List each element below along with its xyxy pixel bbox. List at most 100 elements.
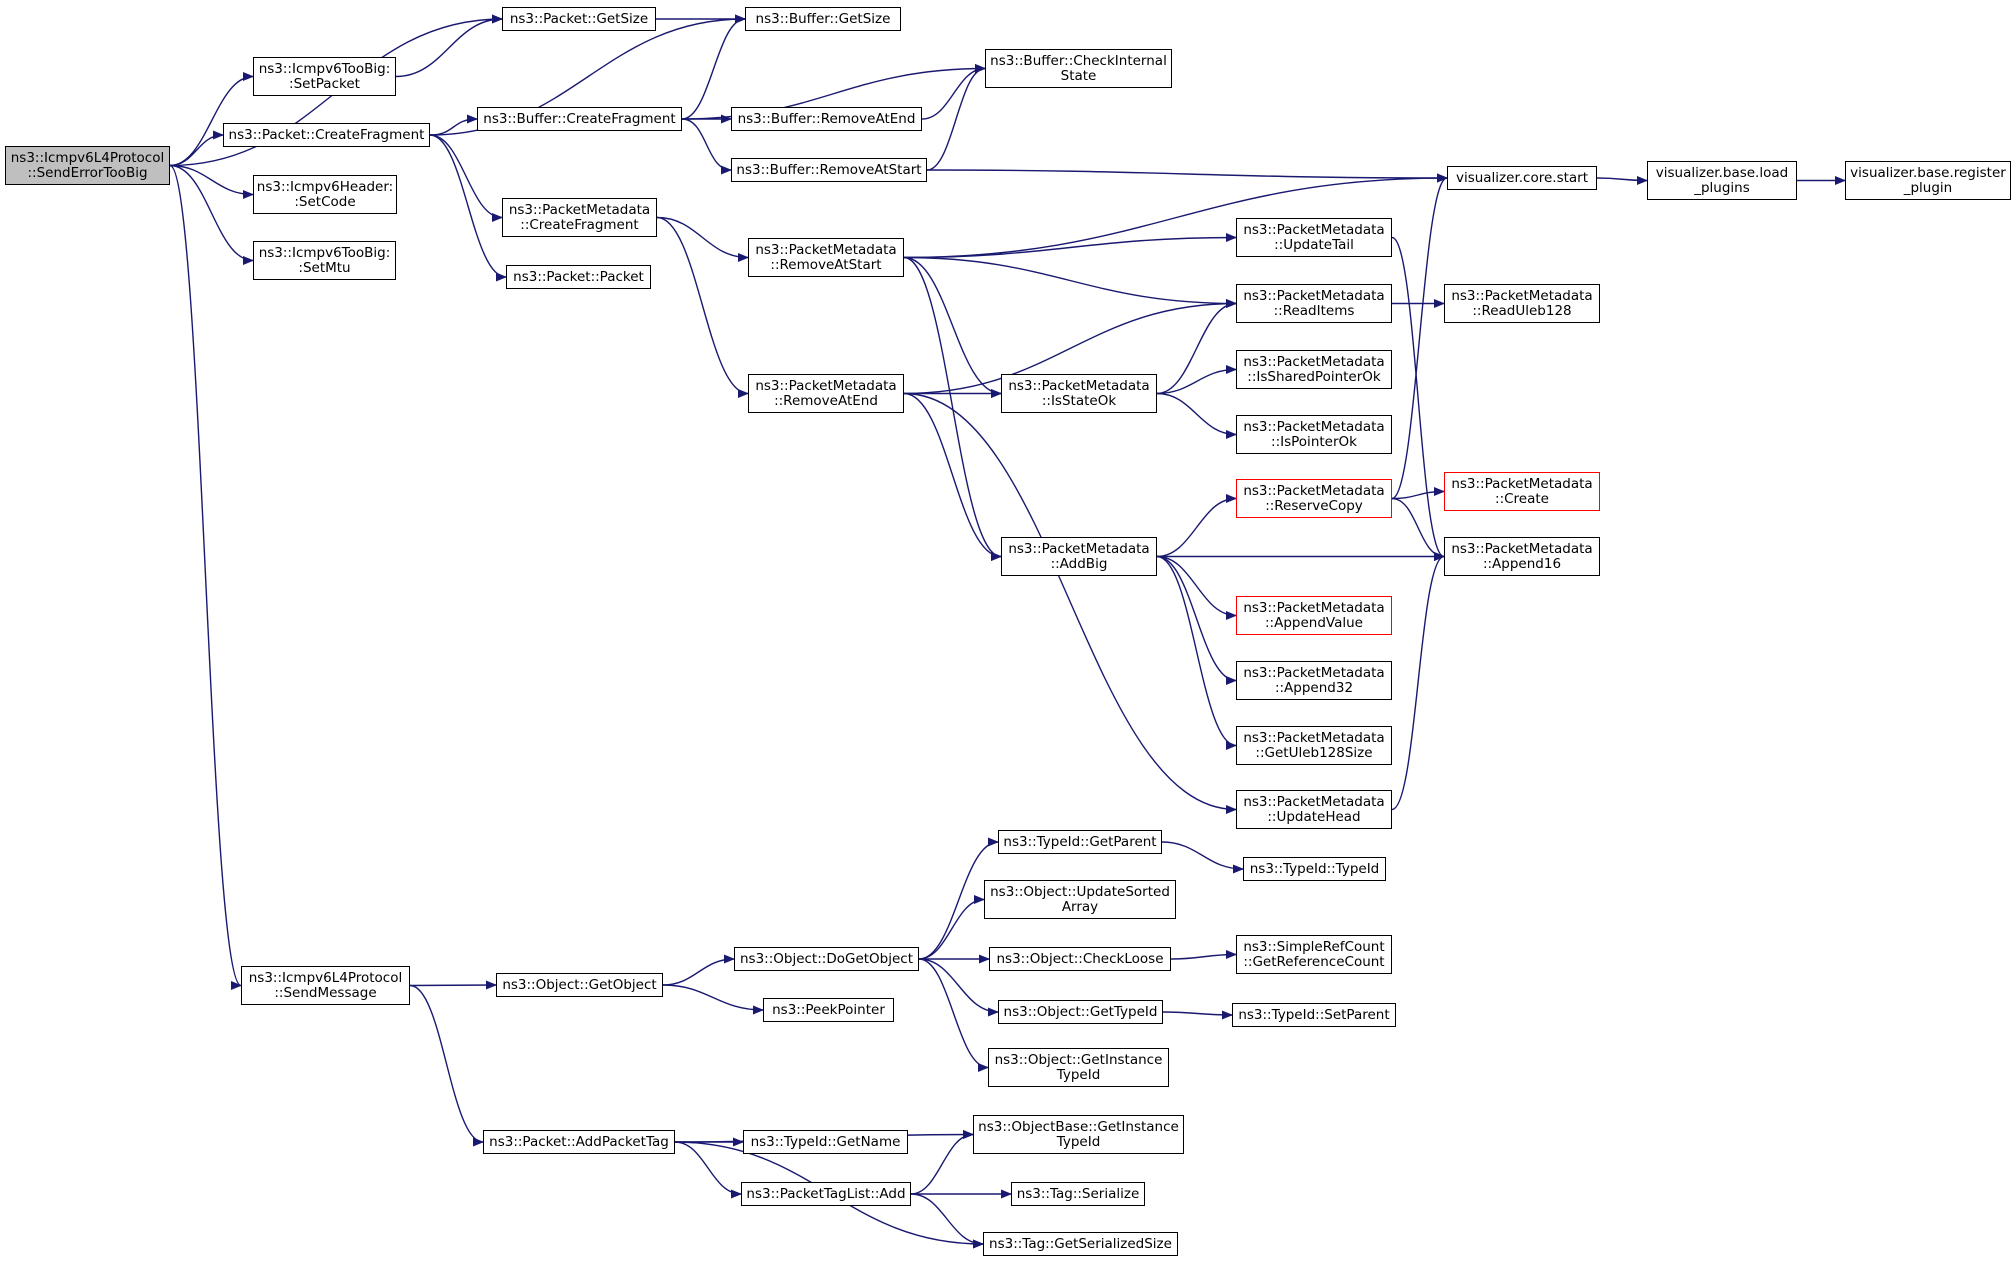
- node-label-line: ns3::PacketMetadata: [755, 241, 897, 258]
- node-label-line: ns3::TypeId::TypeId: [1249, 860, 1380, 877]
- edge-pm-removeatend-to-pm-updatehead: [903, 392, 1237, 814]
- edge-pm-isstateok-to-pm-issharedpointerok: [1156, 365, 1237, 395]
- node-pm-createfragment[interactable]: ns3::PacketMetadata::CreateFragment: [502, 198, 657, 237]
- node-pm-removeatend[interactable]: ns3::PacketMetadata::RemoveAtEnd: [748, 374, 904, 413]
- node-label-line: ns3::PacketMetadata: [1243, 221, 1385, 238]
- node-label-line: ::CreateFragment: [520, 216, 639, 233]
- node-root[interactable]: ns3::Icmpv6L4Protocol::SendErrorTooBig: [5, 146, 170, 185]
- node-peekpointer[interactable]: ns3::PeekPointer: [763, 998, 894, 1022]
- edge-buf-removeatstart-to-vis-core-start: [926, 169, 1448, 183]
- node-pkt-addpackettag[interactable]: ns3::Packet::AddPacketTag: [483, 1130, 675, 1154]
- node-label-line: ns3::PacketMetadata: [1243, 793, 1385, 810]
- node-ptl-add[interactable]: ns3::PacketTagList::Add: [741, 1182, 911, 1206]
- node-pm-getuleb128size[interactable]: ns3::PacketMetadata::GetUleb128Size: [1236, 726, 1392, 765]
- node-label-line: ns3::Packet::GetSize: [509, 10, 649, 27]
- node-vis-register-plugin[interactable]: visualizer.base.register_plugin: [1845, 161, 2011, 200]
- node-label-line: TypeId: [1056, 1066, 1101, 1083]
- node-pm-create[interactable]: ns3::PacketMetadata::Create: [1444, 472, 1600, 511]
- edge-pkt-createfragment-to-pm-createfragment: [429, 134, 503, 222]
- node-tid-getname[interactable]: ns3::TypeId::GetName: [743, 1130, 908, 1154]
- node-label-line: ns3::PacketTagList::Add: [746, 1185, 906, 1202]
- edge-pm-removeatstart-to-pm-readitems: [903, 256, 1237, 308]
- node-obj-getobject[interactable]: ns3::Object::GetObject: [496, 973, 663, 997]
- node-label-line: ns3::Tag::Serialize: [1016, 1185, 1140, 1202]
- edge-pm-reservecopy-to-vis-core-start: [1391, 173, 1448, 500]
- node-label-line: ns3::Object::UpdateSorted: [990, 883, 1170, 900]
- node-label-line: ::ReserveCopy: [1265, 497, 1363, 514]
- node-toobig-setpacket[interactable]: ns3::Icmpv6TooBig::SetPacket: [253, 57, 396, 96]
- node-toobig-setmtu[interactable]: ns3::Icmpv6TooBig::SetMtu: [253, 241, 396, 280]
- node-hdr-setcode[interactable]: ns3::Icmpv6Header::SetCode: [253, 175, 397, 214]
- node-pm-readuleb128[interactable]: ns3::PacketMetadata::ReadUleb128: [1444, 284, 1600, 323]
- edge-obj-dogetobject-to-obj-updatesorted: [918, 895, 985, 960]
- node-label-line: ::UpdateHead: [1267, 808, 1361, 825]
- node-pm-appendvalue[interactable]: ns3::PacketMetadata::AppendValue: [1236, 596, 1392, 635]
- node-label-line: ns3::Packet::CreateFragment: [228, 126, 425, 143]
- node-label-line: ns3::Icmpv6Header:: [256, 178, 394, 195]
- node-obj-checkloose[interactable]: ns3::Object::CheckLoose: [989, 947, 1171, 971]
- edge-pkt-addpackettag-to-ptl-add: [674, 1141, 742, 1199]
- node-tid-getparent[interactable]: ns3::TypeId::GetParent: [998, 830, 1162, 854]
- node-label-line: ::Append32: [1274, 679, 1354, 696]
- node-pkt-getsize[interactable]: ns3::Packet::GetSize: [502, 7, 656, 31]
- node-pm-removeatstart[interactable]: ns3::PacketMetadata::RemoveAtStart: [748, 238, 904, 277]
- edge-pm-isstateok-to-pm-readitems: [1156, 299, 1237, 395]
- edge-l4-sendmessage-to-obj-getobject: [409, 980, 497, 990]
- node-vis-load-plugins[interactable]: visualizer.base.load_plugins: [1647, 161, 1797, 200]
- node-label-line: ns3::PacketMetadata: [1243, 287, 1385, 304]
- node-label-line: ::SendErrorTooBig: [27, 164, 148, 181]
- node-pm-addbig[interactable]: ns3::PacketMetadata::AddBig: [1001, 537, 1157, 576]
- edge-root-to-l4-sendmessage: [169, 164, 242, 990]
- node-pm-updatehead[interactable]: ns3::PacketMetadata::UpdateHead: [1236, 790, 1392, 829]
- node-label-line: :SetPacket: [289, 75, 360, 92]
- node-pm-isstateok[interactable]: ns3::PacketMetadata::IsStateOk: [1001, 374, 1157, 413]
- node-pm-ispointerok[interactable]: ns3::PacketMetadata::IsPointerOk: [1236, 415, 1392, 454]
- node-tid-setparent[interactable]: ns3::TypeId::SetParent: [1232, 1003, 1396, 1027]
- node-l4-sendmessage[interactable]: ns3::Icmpv6L4Protocol::SendMessage: [241, 966, 410, 1005]
- node-pm-issharedpointerok[interactable]: ns3::PacketMetadata::IsSharedPointerOk: [1236, 350, 1392, 389]
- edge-pm-updatetail-to-pm-append16: [1391, 236, 1445, 561]
- node-label-line: visualizer.core.start: [1455, 169, 1589, 186]
- node-label-line: ::AddBig: [1050, 555, 1108, 572]
- node-pm-append16[interactable]: ns3::PacketMetadata::Append16: [1444, 537, 1600, 576]
- node-buf-removeatend[interactable]: ns3::Buffer::RemoveAtEnd: [731, 107, 922, 131]
- node-pkt-packet[interactable]: ns3::Packet::Packet: [506, 265, 651, 289]
- node-label-line: ns3::Buffer::CheckInternal: [990, 52, 1167, 69]
- node-label-line: ns3::SimpleRefCount: [1243, 938, 1385, 955]
- node-label-line: ns3::PeekPointer: [772, 1001, 885, 1018]
- edge-pm-createfragment-to-pm-removeatend: [656, 216, 749, 398]
- node-tid-typeid[interactable]: ns3::TypeId::TypeId: [1243, 857, 1386, 881]
- node-tag-getserializedsize[interactable]: ns3::Tag::GetSerializedSize: [983, 1232, 1178, 1256]
- node-vis-core-start[interactable]: visualizer.core.start: [1447, 166, 1597, 190]
- node-pkt-createfragment[interactable]: ns3::Packet::CreateFragment: [223, 123, 430, 147]
- node-obj-dogetobject[interactable]: ns3::Object::DoGetObject: [734, 947, 919, 971]
- node-buf-getsize[interactable]: ns3::Buffer::GetSize: [745, 7, 901, 31]
- node-label-line: ns3::PacketMetadata: [1243, 482, 1385, 499]
- edge-vis-core-start-to-vis-load-plugins: [1596, 175, 1648, 185]
- edge-pm-removeatstart-to-pm-isstateok: [903, 256, 1002, 398]
- node-tag-serialize[interactable]: ns3::Tag::Serialize: [1011, 1182, 1145, 1206]
- node-obj-gettypeid[interactable]: ns3::Object::GetTypeId: [998, 1000, 1163, 1024]
- node-label-line: ::IsStateOk: [1041, 392, 1117, 409]
- node-buf-removeatstart[interactable]: ns3::Buffer::RemoveAtStart: [731, 158, 927, 182]
- node-pm-append32[interactable]: ns3::PacketMetadata::Append32: [1236, 661, 1392, 700]
- node-label-line: ns3::PacketMetadata: [1008, 377, 1150, 394]
- node-pm-updatetail[interactable]: ns3::PacketMetadata::UpdateTail: [1236, 218, 1392, 257]
- node-src-getrefcount[interactable]: ns3::SimpleRefCount::GetReferenceCount: [1236, 935, 1392, 974]
- node-label-line: ns3::Packet::Packet: [513, 268, 644, 285]
- node-pm-readitems[interactable]: ns3::PacketMetadata::ReadItems: [1236, 284, 1392, 323]
- node-pm-reservecopy[interactable]: ns3::PacketMetadata::ReserveCopy: [1236, 479, 1392, 518]
- node-label-line: ::RemoveAtStart: [770, 256, 882, 273]
- node-label-line: ns3::Icmpv6TooBig:: [258, 244, 391, 261]
- node-label-line: :SetMtu: [298, 259, 351, 276]
- node-buf-createfragment[interactable]: ns3::Buffer::CreateFragment: [477, 107, 682, 131]
- node-label-line: ns3::Icmpv6L4Protocol: [248, 969, 403, 986]
- node-label-line: ns3::Packet::AddPacketTag: [489, 1133, 669, 1150]
- node-label-line: ns3::Object::GetInstance: [994, 1051, 1163, 1068]
- edge-ptl-add-to-tag-getserializedsize: [910, 1193, 984, 1249]
